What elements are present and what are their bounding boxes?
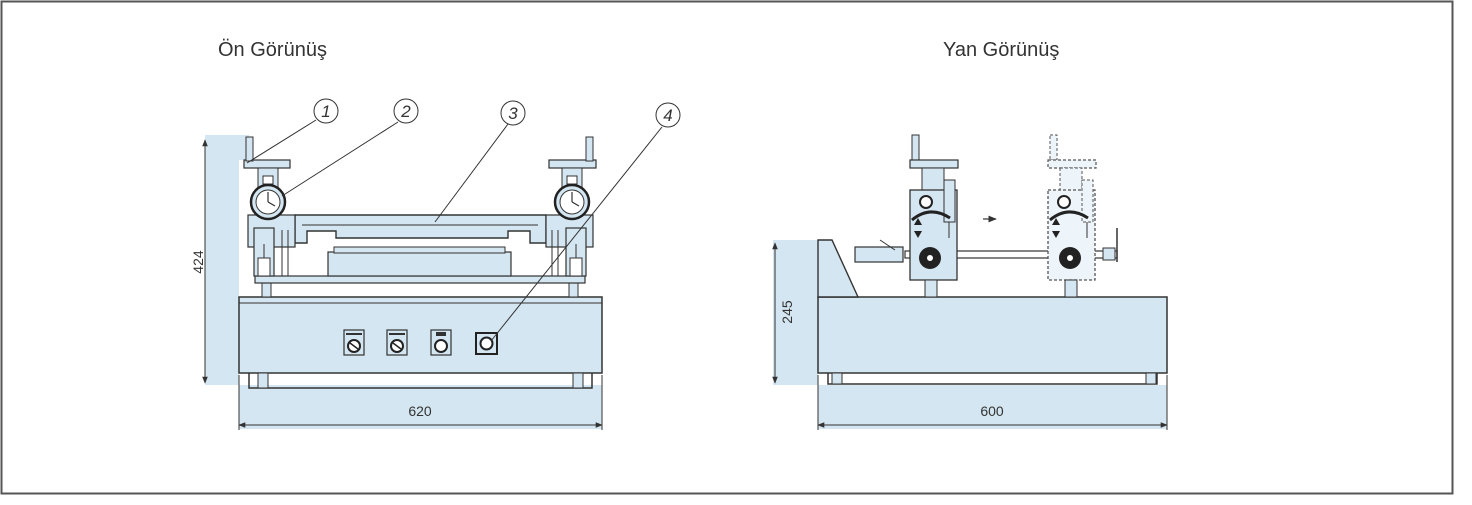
- height-dimension-label: 245: [779, 300, 795, 324]
- base-plinth: [248, 373, 593, 389]
- callouts: 1 2 3 4: [246, 98, 681, 342]
- height-dimension-band: [205, 135, 249, 385]
- width-dimension-band: [239, 385, 602, 429]
- callout-circle-3: [500, 100, 526, 126]
- callout-circle-1: [313, 98, 339, 124]
- bed-block: [327, 251, 512, 277]
- bed-rail: [254, 275, 586, 284]
- height-dimension-band: [773, 240, 818, 385]
- control-panel: [343, 329, 498, 356]
- carriage: [909, 134, 959, 298]
- height-dimension-label: 424: [190, 250, 206, 274]
- front-view: Ön Görünüş 424 620: [190, 39, 681, 430]
- front-view-title: Ön Görünüş: [218, 39, 327, 61]
- carriage-moved-details: [1049, 195, 1089, 298]
- width-dimension-label: 600: [980, 403, 1004, 419]
- width-dimension-band: [818, 385, 1167, 429]
- side-view: Yan Görünüş 245 600: [772, 39, 1168, 430]
- cross-beam: [294, 214, 547, 244]
- left-head-assembly: [243, 136, 296, 277]
- callout-label-2: 2: [400, 102, 411, 121]
- callout-circle-2: [393, 98, 419, 124]
- side-view-title: Yan Görünüş: [943, 39, 1059, 61]
- callout-circle-4: [655, 102, 681, 128]
- callout-label-1: 1: [321, 102, 330, 121]
- callout-label-3: 3: [508, 104, 518, 123]
- callout-label-4: 4: [663, 106, 672, 125]
- right-head-assembly: [545, 136, 597, 277]
- width-dimension-label: 620: [408, 403, 432, 419]
- rear-housing: [817, 239, 860, 298]
- base-cabinet: [817, 296, 1168, 374]
- base-cabinet: [238, 296, 603, 374]
- page-frame: [0, 0, 1454, 495]
